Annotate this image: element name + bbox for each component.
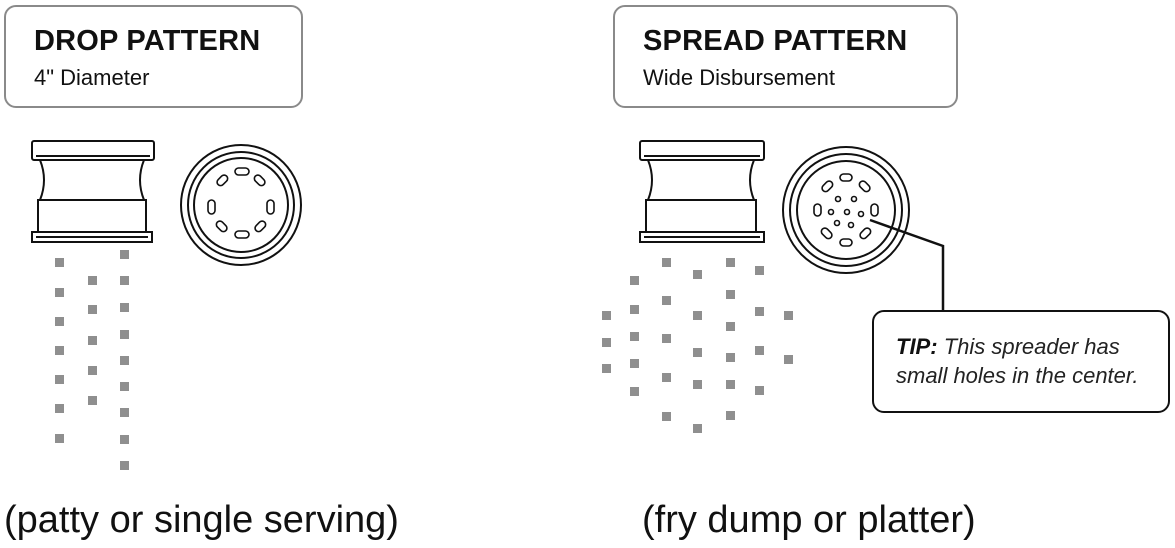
drop-caption: (patty or single serving) xyxy=(4,499,399,541)
tip-callout: TIP: This spreader has small holes in th… xyxy=(872,310,1170,413)
tip-text: This spreader has small holes in the cen… xyxy=(896,334,1139,388)
spread-pattern-title: SPREAD PATTERN xyxy=(643,25,908,57)
drop-pattern-subtitle: 4" Diameter xyxy=(34,65,150,90)
drop-spreader-side-icon xyxy=(31,140,155,243)
tip-label: TIP: xyxy=(896,334,938,359)
spread-spreader-side-icon xyxy=(639,140,765,243)
spread-pattern-subtitle: Wide Disbursement xyxy=(643,65,835,90)
tip-leader-line xyxy=(869,218,945,312)
drop-pattern-title: DROP PATTERN xyxy=(34,25,261,57)
spread-spreader-top-icon xyxy=(782,146,910,274)
spread-caption: (fry dump or platter) xyxy=(642,499,976,541)
spread-pattern-label: SPREAD PATTERN Wide Disbursement xyxy=(613,5,958,108)
drop-spreader-top-icon xyxy=(180,144,302,266)
drop-particles xyxy=(55,250,129,470)
drop-pattern-label: DROP PATTERN 4" Diameter xyxy=(4,5,303,108)
spread-particles xyxy=(602,258,793,433)
